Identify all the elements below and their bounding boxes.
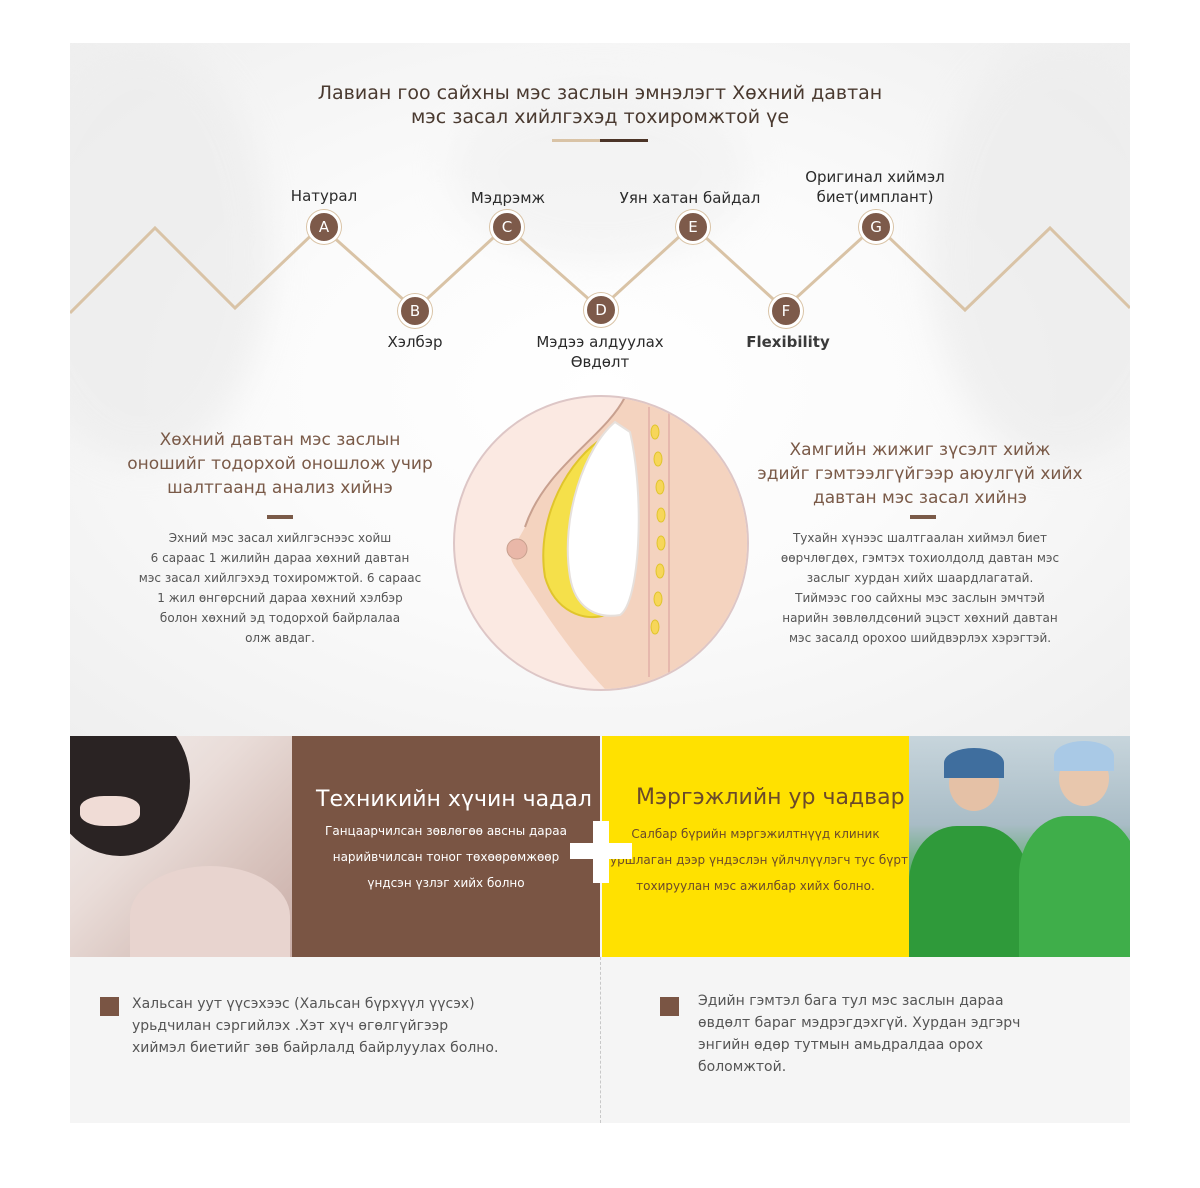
background-figure-left bbox=[70, 43, 270, 463]
right-separator bbox=[910, 515, 936, 519]
node-e: E bbox=[676, 210, 710, 244]
title-line-1: Лавиан гоо сайхны мэс заслын эмнэлэгт Хө… bbox=[317, 82, 883, 104]
title-line-2: мэс засал хийлгэхэд тохиромжтой үе bbox=[410, 106, 790, 128]
label-shape: Хэлбэр bbox=[387, 333, 443, 351]
node-d: D bbox=[584, 293, 618, 327]
label-anesthesia-line-1: Мэдээ алдуулах bbox=[536, 333, 664, 351]
bottom-right-line-4: боломжтой. bbox=[698, 1059, 787, 1075]
surgeon-gown-1 bbox=[909, 826, 1029, 957]
left-heading-line-3: шалтгаанд анализ хийнэ bbox=[167, 478, 393, 498]
right-heading: Хамгийн жижиг зүсэлт хийж эдийг гэмтээлг… bbox=[750, 438, 1090, 510]
expertise-box: Мэргэжлийн ур чадвар Салбар бүрийн мэргэ… bbox=[602, 736, 909, 957]
left-body-line-4: 1 жил өнгөрсний дараа хөхний хэлбэр bbox=[157, 591, 403, 605]
label-natural: Натурал bbox=[290, 187, 358, 205]
technique-body-line-2: нарийвчилсан тоног төхөөрөмжөөр bbox=[332, 850, 560, 864]
right-body-line-5: нарийн зөвлөлдсөний эцэст хөхний давтан bbox=[782, 611, 1058, 625]
left-body-line-3: мэс засал хийлгэхэд тохиромжтой. 6 сараа… bbox=[138, 571, 422, 585]
right-heading-line-1: Хамгийн жижиг зүсэлт хийж bbox=[789, 440, 1051, 460]
node-a-letter: A bbox=[318, 218, 330, 236]
label-original-implant-line-1: Оригинал хиймэл bbox=[805, 168, 945, 186]
node-f-letter: F bbox=[781, 302, 791, 320]
left-heading-line-2: оношийг тодорхой оношлож учир bbox=[127, 454, 433, 474]
top-section: Лавиан гоо сайхны мэс заслын эмнэлэгт Хө… bbox=[70, 43, 1130, 736]
bottom-left-line-3: хиймэл биетийг зөв байрлалд байрлуулах б… bbox=[132, 1040, 499, 1056]
expertise-body-line-3: тохируулан мэс ажилбар хийх болно. bbox=[636, 879, 875, 893]
node-f: F bbox=[769, 294, 803, 328]
left-heading: Хөхний давтан мэс заслын оношийг тодорхо… bbox=[110, 428, 450, 500]
label-flexibility: Flexibility bbox=[746, 333, 830, 351]
label-original-implant-line-2: биет(имплант) bbox=[816, 188, 934, 206]
bottom-right-text: Эдийн гэмтэл бага тул мэс заслын дараа ө… bbox=[698, 990, 1020, 1078]
label-sensation: Мэдрэмж bbox=[470, 189, 546, 207]
left-body-line-1: Эхний мэс засал хийлгэснээс хойш bbox=[168, 531, 392, 545]
technique-body-line-3: үндсэн үзлэг хийх болно bbox=[367, 876, 525, 890]
node-c-letter: C bbox=[501, 218, 513, 236]
right-heading-line-3: давтан мэс засал хийнэ bbox=[812, 488, 1028, 508]
breast-implant-illustration bbox=[453, 395, 749, 691]
node-b: B bbox=[398, 294, 432, 328]
label-elasticity: Уян хатан байдал bbox=[619, 189, 761, 207]
right-body-line-1: Тухайн хүнээс шалтгаалан хиймэл биет bbox=[792, 531, 1048, 545]
plus-icon bbox=[570, 821, 632, 883]
bottom-left-line-2: урьдчилан сэргийлэх .Хэт хүч өгөлгүйгээр bbox=[132, 1018, 449, 1034]
node-d-letter: D bbox=[595, 301, 607, 319]
hand-shape bbox=[80, 796, 140, 826]
bottom-left-text: Хальсан уут үүсэхээс (Хальсан бүрхүүл үү… bbox=[132, 993, 498, 1059]
surgeon-gown-2 bbox=[1019, 816, 1130, 957]
bottom-right-line-1: Эдийн гэмтэл бага тул мэс заслын дараа bbox=[698, 993, 1004, 1009]
bottom-section: Хальсан уут үүсэхээс (Хальсан бүрхүүл үү… bbox=[70, 957, 1130, 1123]
technique-body: Ганцаарчилсан зөвлөгөө авсны дараа нарий… bbox=[292, 818, 600, 896]
dress-shape bbox=[130, 866, 290, 957]
surgeon-cap-1 bbox=[944, 748, 1004, 778]
left-body-line-5: болон хөхний эд тодорхой байрлалаа bbox=[159, 611, 401, 625]
page-title: Лавиан гоо сайхны мэс заслын эмнэлэгт Хө… bbox=[70, 81, 1130, 129]
title-underline-dark bbox=[600, 139, 648, 142]
woman-photo bbox=[70, 736, 292, 957]
surgeon-cap-2 bbox=[1054, 741, 1114, 771]
bottom-right-line-2: өвдөлт бараг мэдрэгдэхгүй. Хурдан эдгэрч bbox=[698, 1015, 1021, 1031]
bottom-divider bbox=[600, 957, 601, 1123]
title-underline-light bbox=[552, 139, 600, 142]
right-heading-line-2: эдийг гэмтээлгүйгээр аюулгүй хийх bbox=[757, 464, 1083, 484]
surgeons-photo bbox=[909, 736, 1130, 957]
right-paragraph: Тухайн хүнээс шалтгаалан хиймэл биет өөр… bbox=[750, 528, 1090, 648]
right-body-line-6: мэс засалд орохоо шийдвэрлэх хэрэгтэй. bbox=[788, 631, 1052, 645]
content-panel: Лавиан гоо сайхны мэс заслын эмнэлэгт Хө… bbox=[70, 43, 1130, 1123]
node-a: A bbox=[307, 210, 341, 244]
label-anesthesia-line-2: Өвдөлт bbox=[570, 353, 630, 371]
left-paragraph: Эхний мэс засал хийлгэснээс хойш 6 сараа… bbox=[110, 528, 450, 648]
bottom-right-line-3: энгийн өдөр тутмын амьдралдаа орох bbox=[698, 1037, 984, 1053]
left-body-line-2: 6 сараас 1 жилийн дараа хөхний давтан bbox=[150, 551, 410, 565]
expertise-title: Мэргэжлийн ур чадвар bbox=[636, 785, 905, 810]
label-anesthesia: Мэдээ алдуулах Өвдөлт bbox=[520, 332, 680, 372]
right-body-line-4: Тиймээс гоо сайхны мэс заслын эмчтэй bbox=[795, 591, 1045, 605]
bullet-square-right bbox=[660, 997, 679, 1016]
node-e-letter: E bbox=[688, 218, 698, 236]
node-g: G bbox=[859, 210, 893, 244]
right-body-line-2: өөрчлөгдөх, гэмтэх тохиолдолд давтан мэс bbox=[780, 551, 1060, 565]
technique-title: Техникийн хүчин чадал bbox=[316, 787, 592, 812]
node-g-letter: G bbox=[870, 218, 882, 236]
label-original-implant: Оригинал хиймэл биет(имплант) bbox=[800, 167, 950, 207]
left-heading-line-1: Хөхний давтан мэс заслын bbox=[159, 430, 401, 450]
bottom-left-line-1: Хальсан уут үүсэхээс (Хальсан бүрхүүл үү… bbox=[132, 996, 475, 1012]
left-separator bbox=[267, 515, 293, 519]
breast-cross-section-icon bbox=[506, 397, 747, 689]
bullet-square-left bbox=[100, 997, 119, 1016]
expertise-body-line-2: туршлаган дээр үндэслэн үйлчлүүлэгч тус … bbox=[603, 853, 908, 867]
node-c: C bbox=[490, 210, 524, 244]
left-body-line-6: олж авдаг. bbox=[245, 631, 315, 645]
hair-shape bbox=[70, 736, 190, 856]
technique-box: Техникийн хүчин чадал Ганцаарчилсан зөвл… bbox=[292, 736, 600, 957]
expertise-body-line-1: Салбар бүрийн мэргэжилтнүүд клиник bbox=[631, 827, 880, 841]
technique-body-line-1: Ганцаарчилсан зөвлөгөө авсны дараа bbox=[325, 824, 567, 838]
right-body-line-3: заслыг хурдан хийх шаардлагатай. bbox=[806, 571, 1034, 585]
background-figure-right bbox=[930, 43, 1130, 463]
node-b-letter: B bbox=[409, 302, 421, 320]
expertise-body: Салбар бүрийн мэргэжилтнүүд клиник туршл… bbox=[602, 821, 909, 899]
